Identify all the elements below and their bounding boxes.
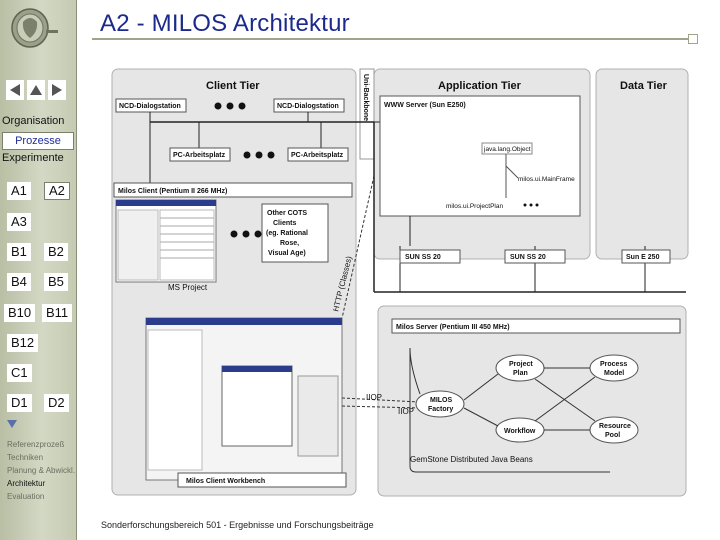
button-a3[interactable]: A3 [7, 213, 31, 231]
client-tier-title: Client Tier [206, 80, 260, 92]
milos-factory-line-1: MILOS [430, 397, 452, 404]
button-b2[interactable]: B2 [44, 243, 68, 261]
pc-station-2-label: PC-Arbeitsplatz [291, 152, 344, 159]
workbench-label: Milos Client Workbench [186, 478, 265, 485]
project-plan-class-label: milos.ui.ProjectPlan [446, 203, 503, 210]
button-d2[interactable]: D2 [44, 394, 69, 412]
button-b1[interactable]: B1 [7, 243, 31, 261]
pc-station-1-label: PC-Arbeitsplatz [173, 152, 226, 159]
menu-experimente[interactable]: Experimente [2, 152, 64, 164]
forward-button[interactable] [48, 80, 66, 100]
other-cots-line-3: (eg. Rational [266, 230, 308, 237]
www-server-label: WWW Server (Sun E250) [384, 102, 466, 109]
button-a2[interactable]: A2 [44, 182, 70, 200]
button-b12[interactable]: B12 [7, 334, 38, 352]
page-title: A2 - MILOS Architektur [100, 10, 350, 38]
other-cots-line-4: Rose, [280, 240, 299, 247]
process-model-line-1: Process [600, 361, 627, 368]
ncd-station-2-label: NCD-Dialogstation [277, 103, 339, 110]
button-a1[interactable]: A1 [7, 182, 31, 200]
footer-text: Sonderforschungsbereich 501 - Ergebnisse… [101, 520, 374, 530]
link-evaluation[interactable]: Evaluation [7, 492, 44, 501]
other-cots-line-1: Other COTS [267, 210, 307, 217]
application-tier-title: Application Tier [438, 80, 522, 92]
data-tier-panel [596, 69, 688, 259]
button-d1[interactable]: D1 [7, 394, 32, 412]
ncd-station-1-label: NCD-Dialogstation [119, 103, 181, 110]
milos-client-label: Milos Client (Pentium II 266 MHz) [118, 188, 227, 195]
university-seal-logo [8, 4, 60, 52]
forward-icon [50, 83, 64, 97]
down-arrow-icon[interactable] [6, 419, 18, 429]
milos-factory-line-2: Factory [428, 406, 453, 413]
ms-project-label: MS Project [168, 283, 208, 292]
link-architektur[interactable]: Architektur [7, 479, 45, 488]
sun-e250-label: Sun E 250 [626, 254, 660, 261]
architecture-diagram: Client Tier Application Tier Data Tier U… [110, 66, 690, 498]
title-divider [92, 38, 692, 40]
sun-ss20-1-label: SUN SS 20 [405, 254, 441, 261]
button-b11[interactable]: B11 [42, 304, 72, 322]
www-server-box [380, 96, 580, 216]
up-button[interactable] [27, 80, 45, 100]
iiop-label-1: IIOP [366, 393, 382, 402]
gemstone-label: GemStone Distributed Java Beans [410, 455, 533, 464]
project-plan-node-line-2: Plan [513, 370, 528, 377]
main-frame-label: milos.ui.MainFrame [518, 176, 575, 183]
process-model-line-2: Model [604, 370, 624, 377]
menu-prozesse[interactable]: Prozesse [2, 132, 74, 150]
other-cots-line-2: Clients [273, 220, 296, 227]
uni-backbone-label: Uni-Backbone [362, 74, 369, 121]
other-cots-line-5: Visual Age) [268, 250, 306, 257]
resource-pool-line-1: Resource [599, 423, 631, 430]
button-c1[interactable]: C1 [7, 364, 32, 382]
up-icon [29, 83, 43, 97]
back-icon [8, 83, 22, 97]
resource-pool-line-2: Pool [605, 432, 620, 439]
link-techniken[interactable]: Techniken [7, 453, 43, 462]
sidebar: Organisation Prozesse Experimente A1 A2 … [0, 0, 77, 540]
button-b10[interactable]: B10 [4, 304, 35, 322]
title-divider-end [688, 34, 698, 44]
link-referenzprozess[interactable]: Referenzprozeß [7, 440, 64, 449]
iiop-label-2: IIOP [398, 407, 414, 416]
project-plan-node-line-1: Project [509, 361, 533, 368]
button-b5[interactable]: B5 [44, 273, 68, 291]
milos-server-label: Milos Server (Pentium III 450 MHz) [396, 324, 510, 331]
link-planung[interactable]: Planung & Abwickl. [7, 466, 75, 475]
menu-organisation[interactable]: Organisation [2, 115, 64, 127]
button-b4[interactable]: B4 [7, 273, 31, 291]
data-tier-title: Data Tier [620, 80, 668, 92]
workflow-label: Workflow [504, 428, 536, 435]
java-object-label: java.lang.Object [483, 146, 531, 153]
back-button[interactable] [6, 80, 24, 100]
sun-ss20-2-label: SUN SS 20 [510, 254, 546, 261]
